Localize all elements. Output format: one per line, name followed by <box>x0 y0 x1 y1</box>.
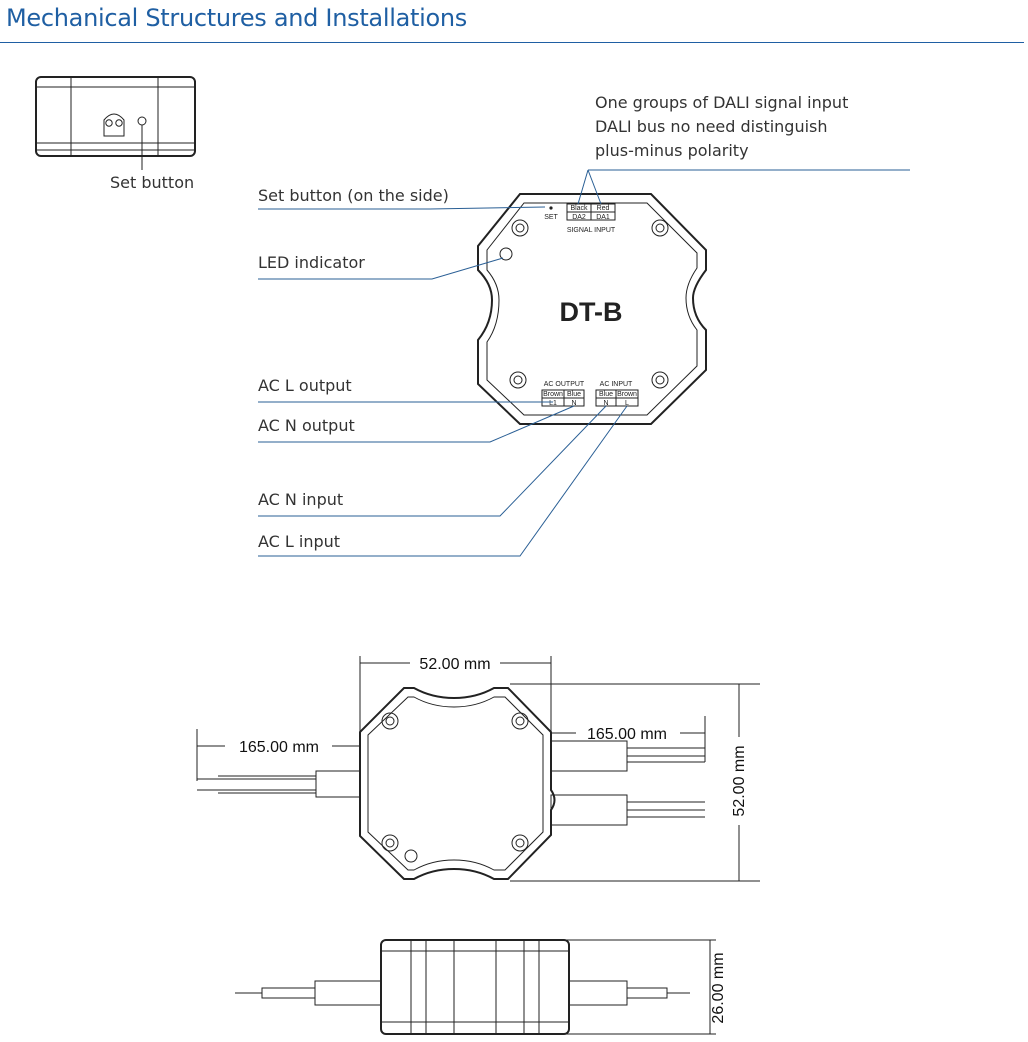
dimension-top-view: 52.00 mm 165.00 mm 165.00 mm 52.00 mm <box>196 656 760 882</box>
callouts: One groups of DALI signal input DALI bus… <box>258 93 910 557</box>
ac-output-label: AC OUTPUT <box>544 381 585 388</box>
side-set-button-label: Set button <box>110 173 194 192</box>
top-view-device: SET DT-B Black Red DA2 DA1 SIGNAL INPUT … <box>477 193 707 425</box>
bottom-side-profile: 26.00 mm <box>235 939 727 1035</box>
led-indicator-label: LED indicator <box>258 253 365 272</box>
ac-l-output-label: AC L output <box>258 376 352 395</box>
page-title: Mechanical Structures and Installations <box>6 4 467 32</box>
signal-info-line-1: One groups of DALI signal input <box>595 93 848 112</box>
set-text: SET <box>544 214 558 221</box>
signal-terminal-1-color: Black <box>570 205 588 212</box>
side-view: Set button <box>35 76 196 192</box>
ac-l-input-label: AC L input <box>258 532 340 551</box>
width-top-dimension: 52.00 mm <box>419 656 490 673</box>
in-terminal-1-name: N <box>603 400 608 407</box>
height-right-dimension: 52.00 mm <box>731 745 748 816</box>
signal-info-line-3: plus-minus polarity <box>595 141 749 160</box>
thickness-dimension: 26.00 mm <box>710 952 727 1023</box>
out-terminal-1-color: Brown <box>543 391 563 398</box>
signal-info-line-2: DALI bus no need distinguish <box>595 117 828 136</box>
signal-input-label: SIGNAL INPUT <box>567 227 616 234</box>
in-terminal-1-color: Blue <box>599 391 613 398</box>
out-terminal-1-name: L1 <box>549 400 557 407</box>
out-terminal-2-color: Blue <box>567 391 581 398</box>
in-terminal-2-color: Brown <box>617 391 637 398</box>
model-label: DT-B <box>560 297 623 327</box>
in-terminal-2-name: L <box>625 400 629 407</box>
ac-n-input-label: AC N input <box>258 490 343 509</box>
signal-terminal-1-name: DA2 <box>572 214 586 221</box>
signal-terminal-2-color: Red <box>597 205 610 212</box>
signal-terminal-2-name: DA1 <box>596 214 610 221</box>
side-set-button-icon <box>137 116 147 126</box>
cable-left-dimension: 165.00 mm <box>239 739 319 756</box>
led-indicator-icon <box>499 247 513 261</box>
set-button-side-label: Set button (on the side) <box>258 186 449 205</box>
out-terminal-2-name: N <box>571 400 576 407</box>
ac-input-label: AC INPUT <box>600 381 633 388</box>
cable-right-dimension: 165.00 mm <box>587 726 667 743</box>
ac-n-output-label: AC N output <box>258 416 355 435</box>
title-rule <box>0 42 1024 43</box>
